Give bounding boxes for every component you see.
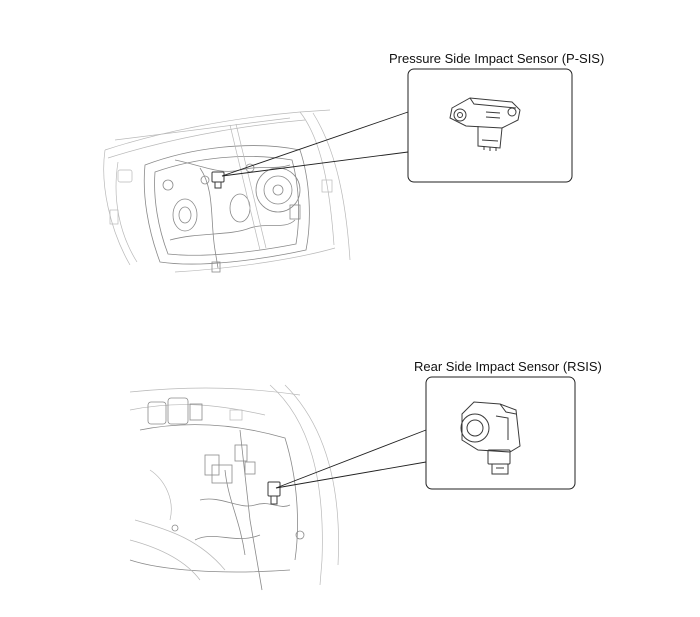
p-sis-sensor-on-door <box>211 171 225 189</box>
rsis-label: Rear Side Impact Sensor (RSIS) <box>414 359 602 374</box>
rear-door-illustration <box>129 384 339 591</box>
rsis-sensor-detail <box>460 401 521 475</box>
front-door-illustration <box>103 109 351 273</box>
p-sis-sensor-detail <box>449 97 521 151</box>
p-sis-label: Pressure Side Impact Sensor (P-SIS) <box>389 51 605 66</box>
leader-line-bottom-1 <box>275 429 427 489</box>
leader-line-bottom-2 <box>275 461 427 489</box>
callout-box-top <box>407 68 573 183</box>
leader-line-top-1 <box>221 111 409 177</box>
rsis-sensor-on-door <box>267 481 281 505</box>
leader-line-top-2 <box>221 151 409 177</box>
callout-box-bottom <box>425 376 576 490</box>
